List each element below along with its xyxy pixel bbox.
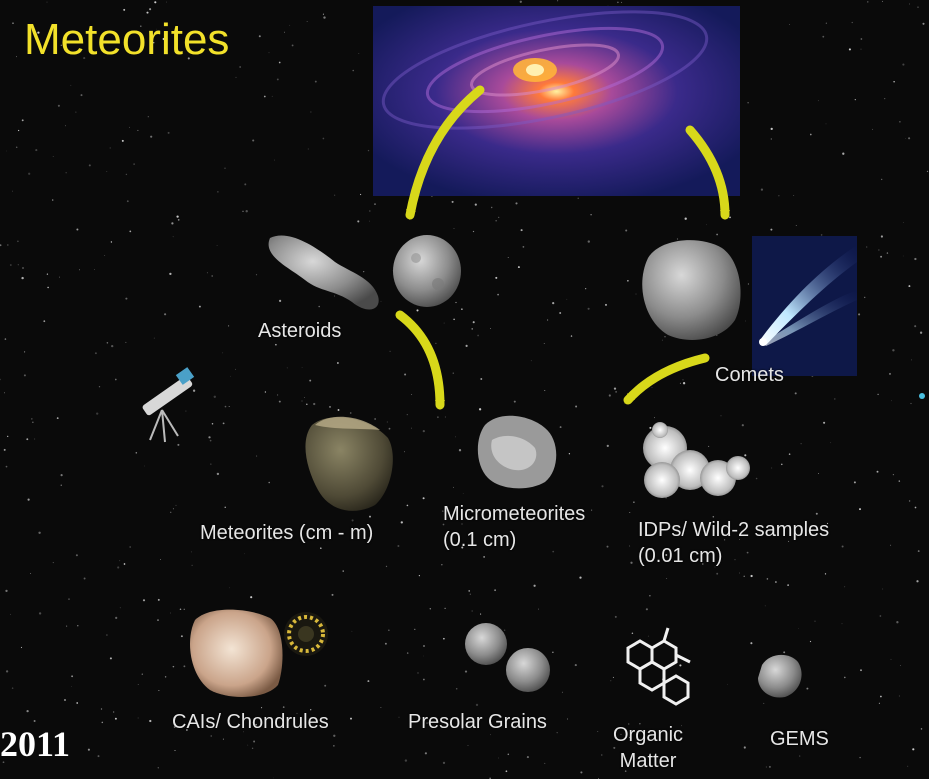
asteroids-label: Asteroids [258, 318, 341, 344]
arrow-comets-to-micrometeorites [628, 358, 705, 400]
chondrule-image [284, 612, 328, 656]
meteorites-label: Meteorites (cm - m) [200, 520, 373, 546]
telescope-icon [141, 367, 194, 442]
page-title: Meteorites [24, 14, 229, 66]
gems-image [758, 655, 802, 698]
idp-image [643, 422, 750, 498]
arrow-asteroids-to-micrometeorites [400, 315, 440, 405]
cai-image [190, 610, 283, 697]
comets-label: Comets [715, 362, 784, 388]
micrometeorites-label: Micrometeorites (0.1 cm) [443, 501, 585, 553]
edge-marker [919, 393, 925, 399]
presolar-grains-label: Presolar Grains [408, 709, 547, 735]
idps-label: IDPs/ Wild-2 samples (0.01 cm) [638, 517, 829, 569]
asteroid-elongated-image [269, 235, 379, 309]
micrometeorite-image [478, 416, 556, 489]
comet-tail-image [752, 236, 857, 376]
year-label: 2011 [0, 722, 100, 766]
asteroid-round-image [393, 235, 461, 307]
cais-chondrules-label: CAIs/ Chondrules [172, 709, 329, 735]
gems-label: GEMS [770, 726, 829, 752]
meteorite-rock-image [305, 417, 392, 511]
year-text: 2011 [0, 724, 70, 764]
organic-matter-label: Organic Matter [613, 722, 683, 774]
presolar-grain-image [465, 623, 550, 692]
comet-nucleus-image [642, 240, 740, 340]
